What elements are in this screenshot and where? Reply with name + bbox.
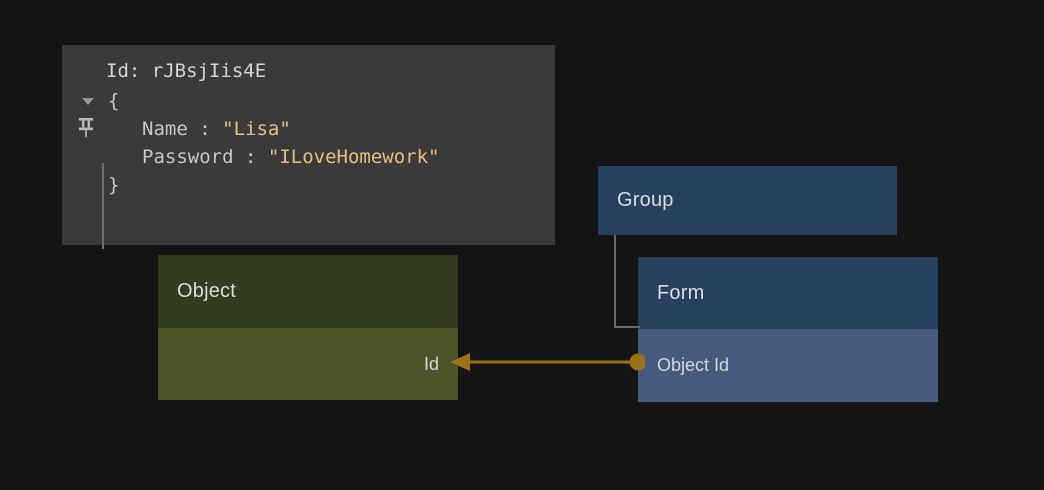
entity-box-form[interactable]: Form Object Id: [638, 257, 938, 402]
chevron-down-icon[interactable]: [82, 97, 94, 105]
connector-reference-arrow: [450, 348, 645, 376]
json-field-value: "Lisa": [222, 118, 291, 140]
entity-form-field-object-id[interactable]: Object Id: [638, 329, 938, 402]
connector-vertical-segment: [614, 235, 616, 328]
json-field-key: Name: [142, 118, 188, 140]
json-close-row: }: [62, 171, 555, 199]
entity-object-title: Object: [158, 255, 458, 328]
json-value-popup: Id: rJBsjIis4E { Name : "Lisa" Password …: [62, 45, 555, 249]
json-field-separator: :: [244, 146, 257, 168]
json-field-row: Password : "ILoveHomework": [62, 143, 555, 171]
json-field-separator: :: [199, 118, 211, 140]
json-indent-guide: [102, 163, 104, 249]
json-field-row: Name : "Lisa": [62, 115, 555, 143]
popup-id-label: Id: rJBsjIis4E: [106, 60, 267, 82]
entity-object-field-id[interactable]: Id: [158, 328, 458, 400]
json-field-key: Password: [142, 146, 234, 168]
connector-group-to-form: [614, 235, 640, 330]
entity-box-group[interactable]: Group: [598, 166, 897, 235]
json-expand-row[interactable]: {: [62, 87, 555, 115]
entity-group-title: Group: [598, 166, 897, 235]
popup-title-row: Id: rJBsjIis4E: [62, 55, 555, 138]
json-open-brace: {: [108, 90, 120, 112]
pushpin-icon[interactable]: [76, 60, 96, 138]
json-close-brace: }: [108, 174, 120, 196]
entity-form-title: Form: [638, 257, 938, 329]
connector-horizontal-segment: [614, 326, 640, 328]
entity-box-object[interactable]: Object Id: [158, 255, 458, 400]
json-field-value: "ILoveHomework": [267, 146, 440, 168]
